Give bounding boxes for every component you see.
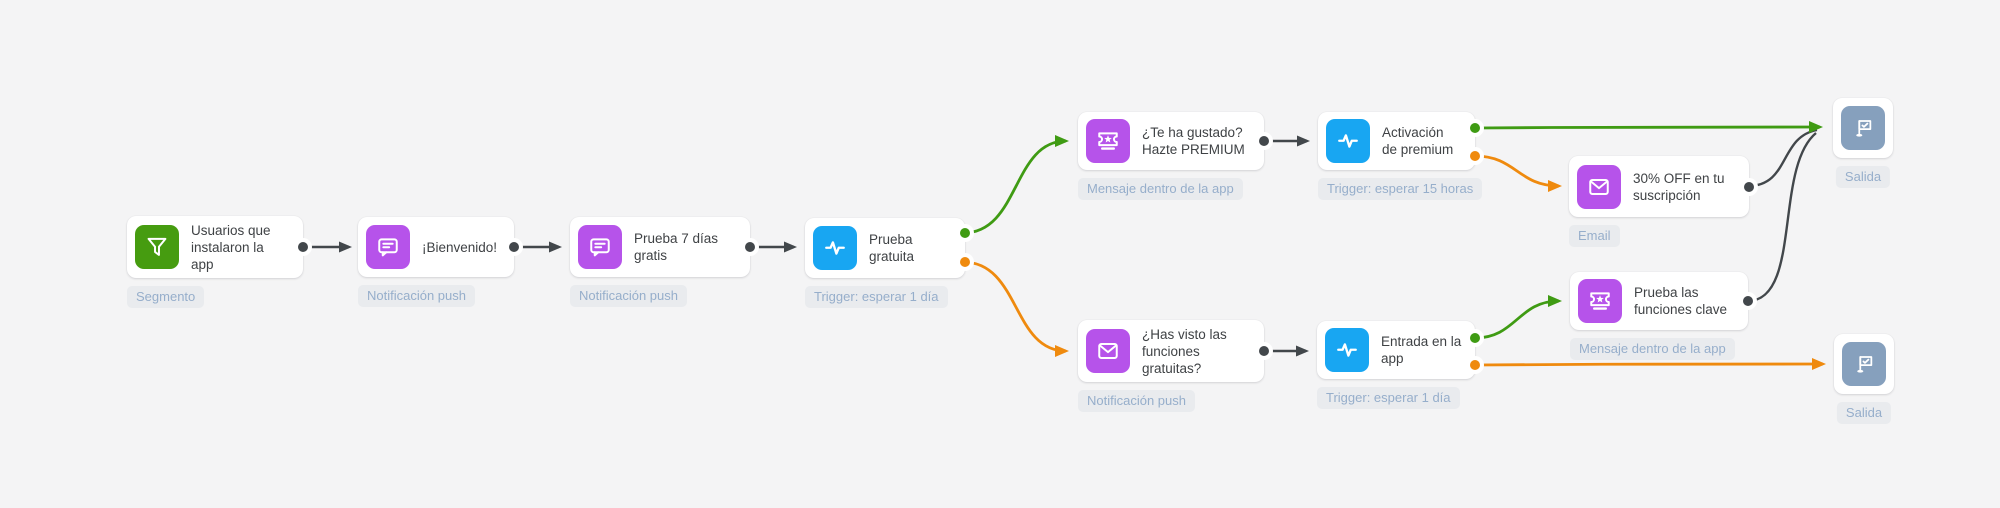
flag-icon [1841,106,1885,150]
node-title: ¿Te ha gustado? Hazte PREMIUM [1142,125,1245,157]
node-card[interactable]: Usuarios que instalaron la app [127,216,308,278]
node-type-tag: Email [1569,225,1620,247]
node-card[interactable]: ¡Bienvenido! [358,217,519,277]
edge-funciones-clave-to-salida-top [1747,132,1817,303]
chat-icon [578,225,622,269]
output-port[interactable] [1259,346,1269,356]
node-trigger-prueba-gratuita: Prueba gratuita Trigger: esperar 1 día [805,218,970,308]
node-card[interactable]: Prueba las funciones clave [1570,272,1753,330]
node-title: Prueba gratuita [869,232,915,264]
node-title: ¿Has visto las funciones gratuitas? [1142,326,1227,376]
node-card[interactable]: ¿Has visto las funciones gratuitas? [1078,320,1269,382]
output-port[interactable] [298,242,308,252]
flag-icon [1842,342,1886,386]
chat-icon [366,225,410,269]
node-type-tag: Notificación push [358,285,475,307]
output-port[interactable] [509,242,519,252]
output-port-positive[interactable] [1470,333,1480,343]
node-title: Entrada en la app [1381,334,1462,366]
output-port[interactable] [1744,181,1754,192]
envelope-icon [1577,164,1621,209]
output-port[interactable] [1743,296,1753,306]
node-type-tag: Mensaje dentro de la app [1570,338,1735,360]
node-salida-top: Salida [1833,98,1893,188]
output-port-positive[interactable] [1470,123,1480,133]
node-trigger-entrada-app: Entrada en la app Trigger: esperar 1 día [1317,321,1480,409]
node-title: Activación de premium [1382,125,1454,157]
node-type-tag: Notificación push [1078,390,1195,412]
node-card[interactable]: Entrada en la app [1317,321,1480,379]
envelope-icon [1086,329,1130,373]
node-title: ¡Bienvenido! [422,239,498,255]
output-port-negative[interactable] [960,257,970,267]
node-type-tag: Trigger: esperar 15 horas [1318,178,1483,200]
node-card[interactable]: Prueba gratuita [805,218,970,278]
output-port-negative[interactable] [1470,360,1480,370]
edge-activacion-to-salida-top [1474,121,1823,134]
node-title: 30% OFF en tu suscripción [1633,170,1725,203]
output-port[interactable] [1259,136,1269,146]
node-card[interactable]: ¿Te ha gustado? Hazte PREMIUM [1078,112,1269,170]
edge-entrada-to-salida-bottom [1474,358,1826,371]
node-card[interactable] [1833,98,1893,158]
node-title: Prueba las funciones clave [1634,285,1728,317]
node-push-has-visto-funciones: ¿Has visto las funciones gratuitas? Noti… [1078,320,1269,412]
node-card[interactable]: 30% OFF en tu suscripción [1569,156,1754,217]
node-title: Usuarios que instalaron la app [191,222,271,272]
pulse-icon [813,226,857,270]
node-type-tag: Trigger: esperar 1 día [805,286,948,308]
pulse-icon [1326,119,1370,163]
node-inapp-prueba-funciones-clave: Prueba las funciones clave Mensaje dentr… [1570,272,1753,360]
ticket-icon [1086,119,1130,163]
edge-30off-to-salida-top [1747,128,1818,188]
node-type-tag: Segmento [127,286,205,308]
node-type-tag: Trigger: esperar 1 día [1317,387,1460,409]
edge-activacion-to-30off [1474,154,1562,192]
node-push-prueba-7-dias: Prueba 7 días gratis Notificación push [570,217,755,307]
output-port-negative[interactable] [1470,151,1480,161]
node-segmento-usuarios: Usuarios que instalaron la app Segmento [127,216,308,308]
edge-entrada-to-funciones-clave [1474,295,1562,340]
pulse-icon [1325,328,1369,372]
node-email-30-off: 30% OFF en tu suscripción Email [1569,156,1754,247]
output-port-positive[interactable] [960,228,970,238]
node-type-tag: Salida [1836,402,1892,424]
node-push-bienvenido: ¡Bienvenido! Notificación push [358,217,519,307]
edge-pruebagratuita-to-hazte-premium [962,135,1069,235]
node-card[interactable] [1834,334,1894,394]
node-type-tag: Salida [1835,166,1891,188]
node-type-tag: Mensaje dentro de la app [1078,178,1243,200]
node-salida-bottom: Salida [1834,334,1894,424]
edge-pruebagratuita-to-has-visto [962,260,1069,357]
ticket-icon [1578,279,1622,323]
node-type-tag: Notificación push [570,285,687,307]
output-port[interactable] [745,242,755,252]
node-trigger-activacion-premium: Activación de premium Trigger: esperar 1… [1318,112,1483,200]
node-inapp-hazte-premium: ¿Te ha gustado? Hazte PREMIUM Mensaje de… [1078,112,1269,200]
node-card[interactable]: Activación de premium [1318,112,1480,170]
node-card[interactable]: Prueba 7 días gratis [570,217,755,277]
filter-icon [135,225,179,269]
node-title: Prueba 7 días gratis [634,231,719,263]
